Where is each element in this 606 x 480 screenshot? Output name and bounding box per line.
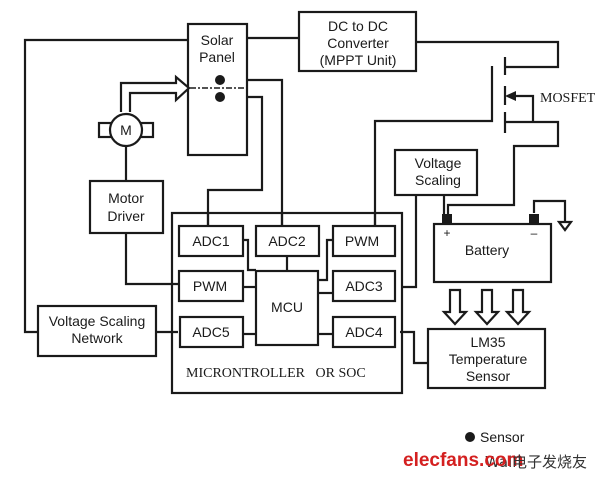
adc3-box <box>331 269 397 303</box>
watermark-brand: elecfans.com <box>403 450 523 471</box>
mcu-label: MCU <box>271 299 303 315</box>
down-arrow-icon <box>473 288 501 326</box>
solar-panel-label-1: Solar <box>201 32 234 48</box>
motor-driver-label-1: Motor <box>108 190 144 206</box>
wire-battery-ground <box>532 199 567 222</box>
legend-sensor-dot-icon <box>465 432 475 442</box>
down-arrow-icon <box>441 288 469 326</box>
wire-sensor2-to-adc1 <box>206 95 264 228</box>
wire-pwm-mcu <box>318 238 333 282</box>
solar-panel-block: Solar Panel <box>186 22 249 157</box>
sensor-dot-2 <box>215 92 225 102</box>
solar-panel-box <box>186 22 249 157</box>
wire-mosfet-gate-to-pwm <box>373 66 494 228</box>
watermark: Wall elecfans.com 电子发烧友 <box>403 450 587 471</box>
watermark-cn: 电子发烧友 <box>512 453 587 471</box>
adc2-box <box>254 224 321 258</box>
vsn-label-2: Network <box>71 330 123 346</box>
dc-dc-label-1: DC to DC <box>328 18 388 34</box>
heat-arrows <box>441 288 532 326</box>
wire-solar-to-vsn <box>23 38 188 334</box>
battery-minus-terminal <box>529 214 539 224</box>
voltage-scaling-label-2: Scaling <box>415 172 461 188</box>
battery-plus-terminal <box>442 214 452 224</box>
motor-driver-label-2: Driver <box>107 208 145 224</box>
vsn-box <box>36 304 158 358</box>
lm35-label-1: LM35 <box>470 334 505 350</box>
dc-dc-converter-block: DC to DC Converter (MPPT Unit) <box>297 10 418 73</box>
wire-adc1-mcu <box>243 238 256 272</box>
lm35-label-3: Sensor <box>466 368 511 384</box>
wire-driver-to-pwm <box>124 233 178 286</box>
solar-panel-label-2: Panel <box>199 49 235 65</box>
adc4-box <box>331 315 397 349</box>
dc-dc-label-2: Converter <box>327 35 389 51</box>
microcontroller-box <box>170 211 404 395</box>
motor-driver-block: Motor Driver <box>88 179 165 235</box>
dc-dc-label-3: (MPPT Unit) <box>320 52 397 68</box>
motor-icon <box>108 112 144 148</box>
microcontroller-block: ADC1 ADC2 PWM PWM MCU ADC3 ADC5 ADC4 MIC… <box>170 211 404 395</box>
wire-mosfet-to-battery <box>446 120 560 220</box>
wire-adc4-to-lm35 <box>400 330 428 365</box>
battery-plus-label: + <box>443 226 450 240</box>
adc3-label: ADC3 <box>345 278 383 294</box>
ground-icon <box>556 220 574 232</box>
voltage-scaling-network-block: Voltage Scaling Network <box>36 304 158 358</box>
lm35-label-2: Temperature <box>449 351 528 367</box>
down-arrow-icon <box>504 288 532 326</box>
battery-box <box>432 222 553 284</box>
legend: Sensor <box>465 429 525 445</box>
voltage-scaling-block: Voltage Scaling <box>393 148 479 197</box>
microcontroller-label: MICRONTROLLER OR SOC <box>186 366 366 381</box>
motor-label: M <box>120 122 132 138</box>
mosfet: MOSFET <box>503 57 596 133</box>
pwm-left-box <box>177 269 245 303</box>
lm35-block: LM35 Temperature Sensor <box>426 327 547 390</box>
adc5-label: ADC5 <box>192 324 230 340</box>
adc1-label: ADC1 <box>192 233 230 249</box>
motor-drive-arrow-icon <box>119 74 191 112</box>
lm35-box <box>426 327 547 390</box>
battery-minus-label: – <box>531 226 538 240</box>
battery-block: + – Battery <box>432 214 574 284</box>
mcu-box <box>254 269 320 347</box>
motor-driver-box <box>88 179 165 235</box>
watermark-suffix: Wall <box>485 453 516 471</box>
sensor-dot-1 <box>215 75 225 85</box>
motor: M <box>97 112 155 148</box>
voltage-scaling-box <box>393 148 479 197</box>
voltage-scaling-label-1: Voltage <box>415 155 462 171</box>
legend-sensor-label: Sensor <box>480 429 525 445</box>
adc4-label: ADC4 <box>345 324 383 340</box>
pwm-right-label: PWM <box>345 233 379 249</box>
dc-dc-box <box>297 10 418 73</box>
adc5-box <box>178 315 245 349</box>
mosfet-label: MOSFET <box>540 91 596 106</box>
vsn-label-1: Voltage Scaling <box>49 313 146 329</box>
wire-mosfet-body <box>514 94 535 122</box>
battery-label: Battery <box>465 242 509 258</box>
adc2-label: ADC2 <box>268 233 306 249</box>
adc1-box <box>177 224 245 258</box>
wire-vscale-to-adc3 <box>402 195 418 289</box>
pwm-right-box <box>331 224 397 258</box>
wires <box>23 36 567 365</box>
mosfet-arrow-icon <box>505 91 516 101</box>
wire-dcdc-to-mosfet <box>416 40 560 69</box>
pwm-left-label: PWM <box>193 278 227 294</box>
